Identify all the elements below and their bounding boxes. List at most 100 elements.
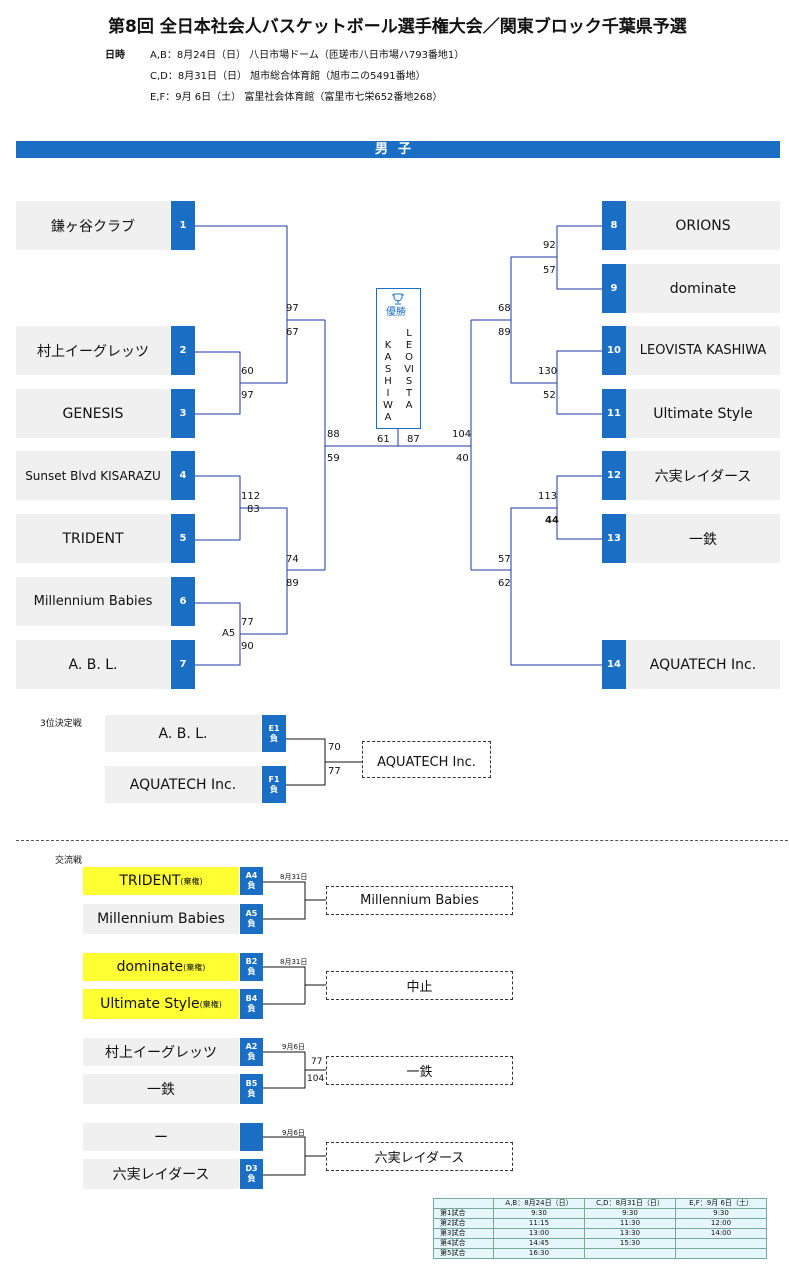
champion-text-kashiwa: KASHIWA bbox=[383, 340, 393, 423]
schedule-row: 第4試合 14:45 15:30 bbox=[433, 1238, 767, 1249]
tag-lose: 負 bbox=[247, 919, 256, 928]
tag-code: B2 bbox=[245, 957, 258, 966]
exchange-team: 村上イーグレッツ bbox=[83, 1038, 239, 1066]
score: 57 bbox=[498, 554, 511, 565]
score: 104 bbox=[452, 429, 472, 440]
schedule-cell: C,D：8月31日（日） bbox=[584, 1198, 676, 1209]
seed-8: 8 bbox=[602, 201, 626, 250]
exchange-team-name: ー bbox=[154, 1130, 168, 1146]
schedule-cell: E,F：9月 6日（土） bbox=[675, 1198, 767, 1209]
exchange-label: 交流戦 bbox=[55, 856, 83, 866]
divider bbox=[16, 840, 788, 841]
score: 59 bbox=[327, 453, 340, 464]
third-place-label: 3位決定戦 bbox=[40, 719, 82, 729]
score: 97 bbox=[286, 303, 299, 314]
schedule-cell: 14:00 bbox=[675, 1228, 767, 1239]
schedule-cell: 11:30 bbox=[584, 1218, 676, 1229]
third-score-2: 77 bbox=[328, 766, 341, 777]
exchange-date: 9月6日 bbox=[282, 1043, 305, 1051]
schedule-cell: 12:00 bbox=[675, 1218, 767, 1229]
schedule-cell: 14:45 bbox=[493, 1238, 585, 1249]
seed-12: 12 bbox=[602, 451, 626, 500]
exchange-date: 8月31日 bbox=[280, 958, 308, 966]
score: 97 bbox=[241, 390, 254, 401]
tag-lose: 負 bbox=[247, 881, 256, 890]
score: 57 bbox=[543, 265, 556, 276]
team-dominate: dominate bbox=[626, 264, 780, 313]
exchange-result: 一鉄 bbox=[326, 1056, 513, 1085]
exchange-team-name: 村上イーグレッツ bbox=[105, 1045, 217, 1061]
exchange-score: 77 bbox=[311, 1057, 323, 1067]
exchange-team-name: TRIDENT bbox=[119, 873, 181, 889]
champion-box bbox=[376, 288, 421, 429]
schedule-cell: 第3試合 bbox=[433, 1228, 494, 1239]
schedule-cell: 11:15 bbox=[493, 1218, 585, 1229]
team-aquatech: AQUATECH Inc. bbox=[626, 640, 780, 689]
date-label: 日時 bbox=[105, 50, 125, 61]
schedule-cell bbox=[675, 1238, 767, 1249]
seed-3: 3 bbox=[171, 389, 195, 438]
exchange-team-name: Ultimate Style bbox=[100, 996, 200, 1012]
seed-13: 13 bbox=[602, 514, 626, 563]
score: 40 bbox=[456, 453, 469, 464]
seed-10: 10 bbox=[602, 326, 626, 375]
seed-2: 2 bbox=[171, 326, 195, 375]
score: 60 bbox=[241, 366, 254, 377]
tag-lose: 負 bbox=[247, 1174, 256, 1183]
champion-label: 優勝 bbox=[386, 307, 406, 318]
team-millennium: Millennium Babies bbox=[16, 577, 170, 626]
schedule-cell: 9:30 bbox=[493, 1208, 585, 1219]
score: 83 bbox=[247, 504, 260, 515]
tag-lose: 負 bbox=[247, 1052, 256, 1061]
exchange-team-note: (棄権) bbox=[180, 876, 203, 886]
score: 112 bbox=[241, 491, 261, 502]
exchange-team: 六実レイダース bbox=[83, 1159, 239, 1189]
exchange-result: 中止 bbox=[326, 971, 513, 1000]
tag-code: B4 bbox=[245, 994, 258, 1003]
exchange-team: ー bbox=[83, 1123, 239, 1151]
team-itetsu: 一鉄 bbox=[626, 514, 780, 563]
exchange-score: 104 bbox=[307, 1074, 325, 1084]
score: 113 bbox=[538, 491, 558, 502]
exchange-team: Millennium Babies bbox=[83, 904, 239, 934]
schedule-table: A,B：8月24日（日） C,D：8月31日（日） E,F：9月 6日（土） 第… bbox=[433, 1198, 767, 1259]
exchange-tag bbox=[240, 1123, 263, 1151]
third-team-2: AQUATECH Inc. bbox=[105, 766, 261, 803]
exchange-team-name: 一鉄 bbox=[147, 1082, 175, 1098]
tag-code: A2 bbox=[245, 1042, 258, 1051]
schedule-cell: 13:00 bbox=[493, 1228, 585, 1239]
schedule-cell bbox=[675, 1248, 767, 1259]
exchange-date: 9月6日 bbox=[282, 1129, 305, 1137]
seed-14: 14 bbox=[602, 640, 626, 689]
exchange-team-name: 六実レイダース bbox=[112, 1167, 210, 1183]
tag-code: E1 bbox=[268, 723, 280, 733]
schedule-cell bbox=[433, 1198, 494, 1209]
team-kamagaya: 鎌ヶ谷クラブ bbox=[16, 201, 170, 250]
score: 52 bbox=[543, 390, 556, 401]
exchange-team: TRIDENT(棄権) bbox=[83, 867, 239, 895]
champion-text-leovista: LEOVISTA bbox=[404, 328, 414, 411]
team-abl: A. B. L. bbox=[16, 640, 170, 689]
schedule-cell: 9:30 bbox=[584, 1208, 676, 1219]
venue-ab: A,B：8月24日（日） 八日市場ドーム（匝瑳市八日市場ハ793番地1） bbox=[150, 50, 465, 61]
team-murakami: 村上イーグレッツ bbox=[16, 326, 170, 375]
schedule-cell: 16:30 bbox=[493, 1248, 585, 1259]
tag-code: F1 bbox=[268, 774, 280, 784]
exchange-team-note: (棄権) bbox=[199, 999, 222, 1009]
tag-lose: 負 bbox=[247, 967, 256, 976]
final-score-left: 61 bbox=[377, 434, 390, 445]
exchange-team-name: Millennium Babies bbox=[97, 911, 225, 927]
third-result: AQUATECH Inc. bbox=[362, 741, 491, 778]
score: 44 bbox=[545, 515, 559, 526]
team-trident: TRIDENT bbox=[16, 514, 170, 563]
third-score-1: 70 bbox=[328, 742, 341, 753]
seed-5: 5 bbox=[171, 514, 195, 563]
tag-code: B5 bbox=[245, 1079, 258, 1088]
team-mutsumi: 六実レイダース bbox=[626, 451, 780, 500]
schedule-cell: 第5試合 bbox=[433, 1248, 494, 1259]
